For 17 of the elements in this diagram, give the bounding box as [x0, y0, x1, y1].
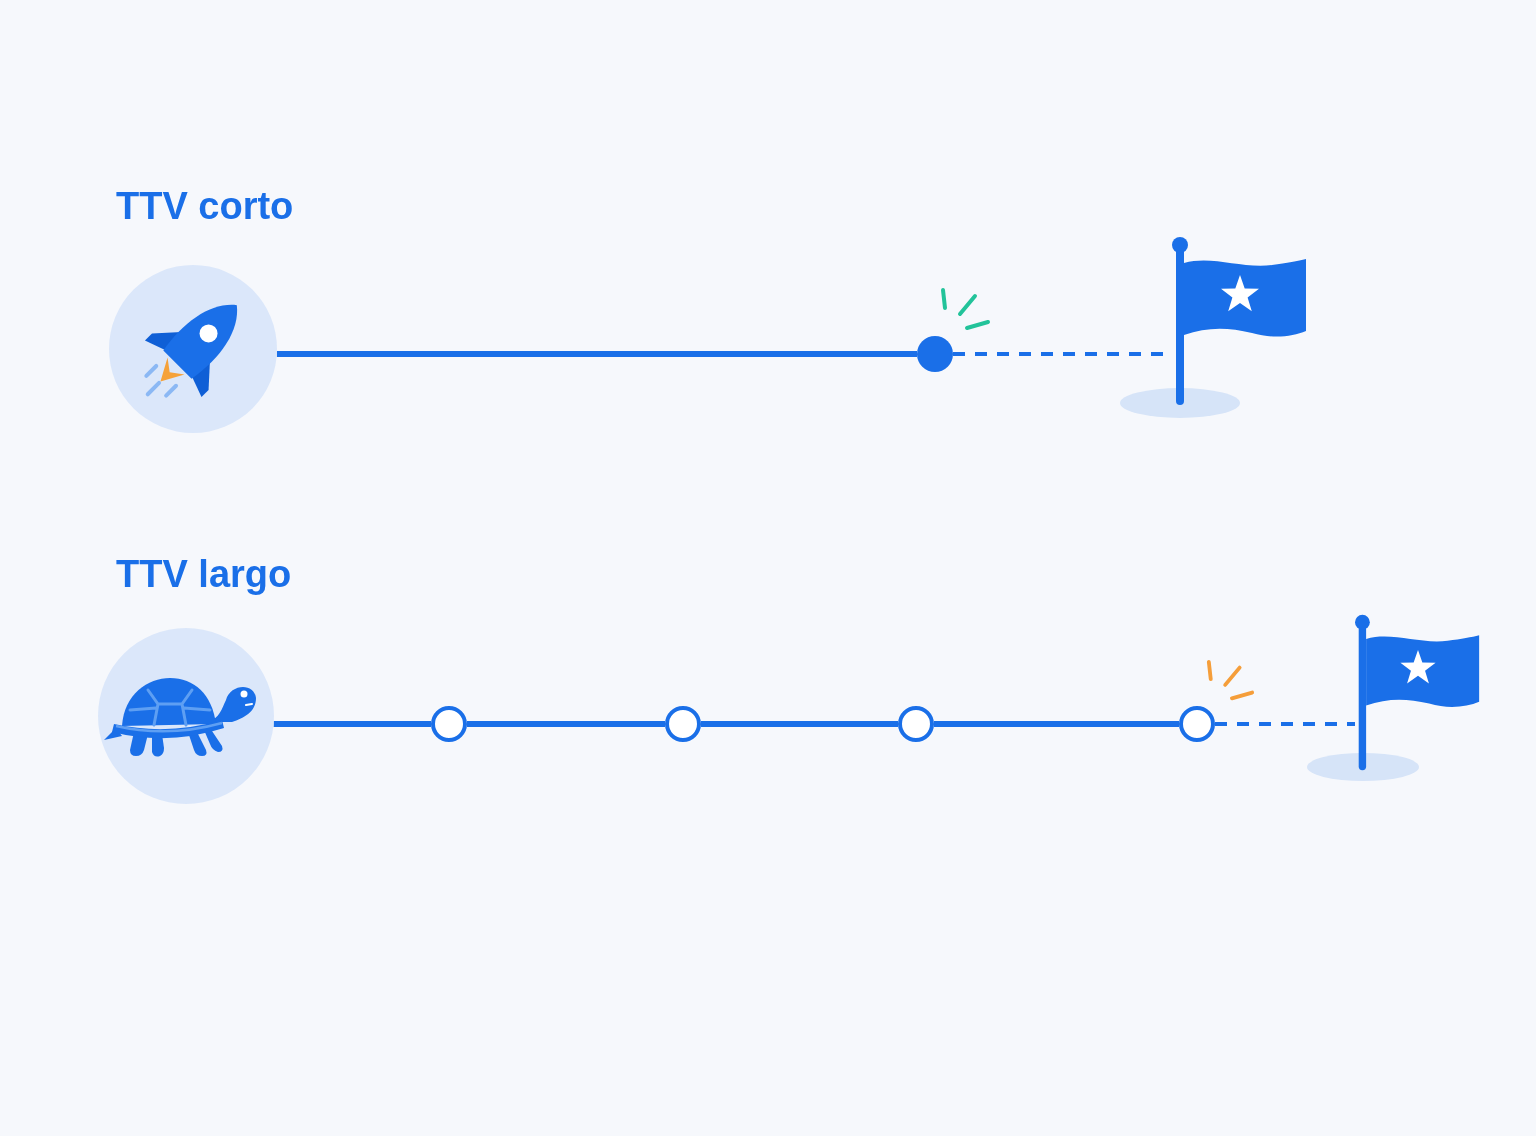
timeline-line [467, 721, 665, 727]
milestone-circle [431, 706, 467, 742]
milestone-dot [917, 336, 953, 372]
section-heading: TTV largo [116, 555, 292, 593]
timeline-line [934, 721, 1179, 727]
timeline-line [273, 721, 431, 727]
turtle-icon [98, 628, 274, 804]
flag-icon [1355, 613, 1481, 772]
rocket-icon [109, 265, 277, 433]
section-heading: TTV corto [116, 187, 294, 225]
timeline-line [701, 721, 898, 727]
milestone-circle [665, 706, 701, 742]
milestone-circle [898, 706, 934, 742]
timeline-line [276, 351, 917, 357]
milestone-circle [1179, 706, 1215, 742]
dashed-line [1215, 722, 1355, 726]
flag-icon [1172, 235, 1308, 407]
